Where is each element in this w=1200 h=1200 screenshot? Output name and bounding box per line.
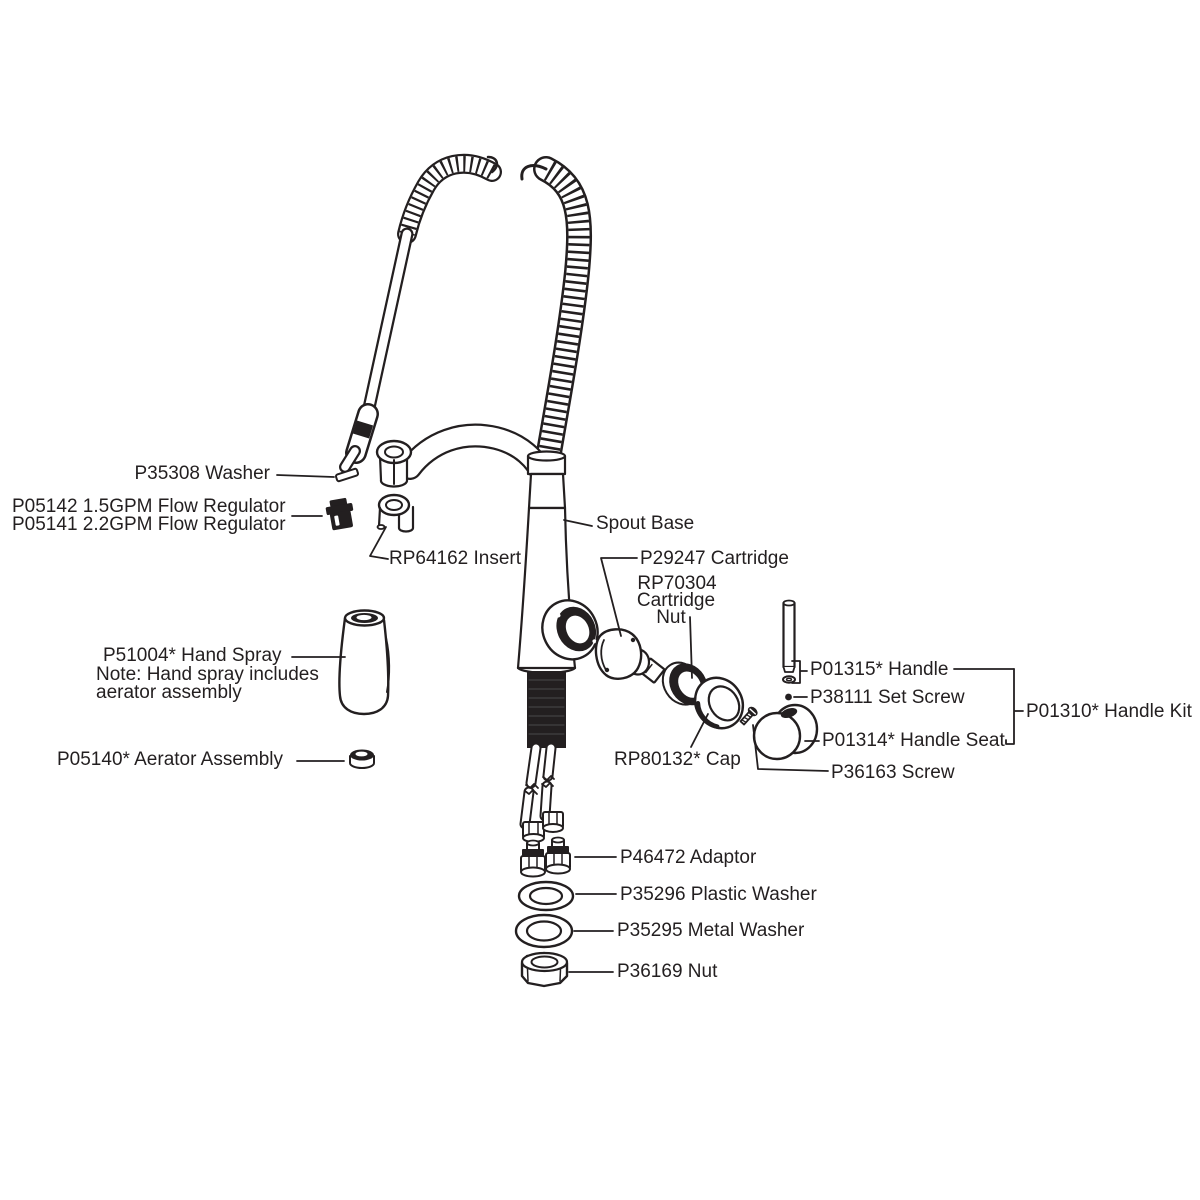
washer-part: [334, 467, 360, 483]
label-screw: P36163 Screw: [831, 762, 955, 783]
hand-spray-part: [338, 609, 391, 716]
part-labels: P35308 Washer P05142 1.5GPM Flow Regulat…: [12, 463, 1193, 982]
label-metal-washer: P35295 Metal Washer: [617, 920, 805, 941]
label-spout-base: Spout Base: [596, 513, 694, 534]
set-screw-part: [785, 693, 792, 701]
leader-cartridge-nut: [689, 616, 693, 679]
label-cartridge: P29247 Cartridge: [640, 548, 789, 569]
plastic-washer-part: [517, 880, 575, 912]
label-cap: RP80132* Cap: [614, 749, 741, 770]
label-plastic-washer: P35296 Plastic Washer: [620, 884, 817, 905]
leader-spout-base: [563, 519, 593, 527]
flow-regulator-part: [325, 497, 354, 531]
spray-wand: [339, 227, 414, 473]
label-washer: P35308 Washer: [134, 463, 270, 484]
label-hand-spray-note-line1: Note: Hand spray includes: [96, 664, 319, 685]
leader-washer: [276, 474, 335, 478]
leader-screw: [752, 724, 829, 772]
leader-handle-kit-bracket: [1005, 668, 1024, 745]
leader-handle-bracket-left: [791, 660, 808, 684]
metal-washer-part: [514, 913, 574, 949]
label-handle-seat: P01314* Handle Seat: [822, 730, 1005, 751]
label-insert: RP64162 Insert: [389, 548, 522, 569]
spout-arc: [398, 423, 556, 490]
label-flow-regulator-22gpm: P05141 2.2GPM Flow Regulator: [12, 514, 286, 535]
label-hand-spray: P51004* Hand Spray: [103, 645, 282, 666]
label-set-screw: P38111 Set Screw: [810, 687, 965, 708]
spring-hose-end: [397, 153, 502, 244]
label-cartridge-nut-line1: RP70304: [637, 573, 717, 594]
leader-cartridge: [600, 557, 638, 637]
label-flow-regulator-15gpm: P05142 1.5GPM Flow Regulator: [12, 496, 286, 517]
label-aerator-assembly: P05140* Aerator Assembly: [57, 749, 284, 770]
label-handle-kit: P01310* Handle Kit: [1026, 701, 1193, 722]
adaptor-parts: [520, 836, 571, 878]
handle-seat-part: [752, 703, 819, 761]
adaptor-left: [520, 839, 546, 878]
label-hand-spray-note-line2: aerator assembly: [96, 682, 242, 703]
adaptor-right: [545, 836, 571, 875]
mounting-nut-part: [520, 951, 569, 988]
coil-hose: [520, 156, 593, 477]
cartridge-part: [594, 628, 666, 684]
leader-cap: [690, 713, 709, 748]
supply-hoses: [519, 742, 564, 843]
label-adaptor: P46472 Adaptor: [620, 847, 757, 868]
insert-clip: [376, 493, 415, 533]
leader-lines: [276, 474, 1024, 973]
label-cartridge-nut-line2: Cartridge: [637, 590, 715, 611]
label-handle: P01315* Handle: [810, 659, 948, 680]
hose-clip: [375, 439, 413, 488]
leader-insert: [369, 526, 389, 560]
handle-rod-part: [782, 599, 796, 684]
label-cartridge-nut-line3: Nut: [656, 607, 686, 628]
side-port: [541, 599, 599, 661]
threaded-shank: [527, 671, 566, 748]
label-nut: P36169 Nut: [617, 961, 718, 982]
screw-part: [739, 706, 758, 726]
aerator-part: [349, 749, 375, 769]
